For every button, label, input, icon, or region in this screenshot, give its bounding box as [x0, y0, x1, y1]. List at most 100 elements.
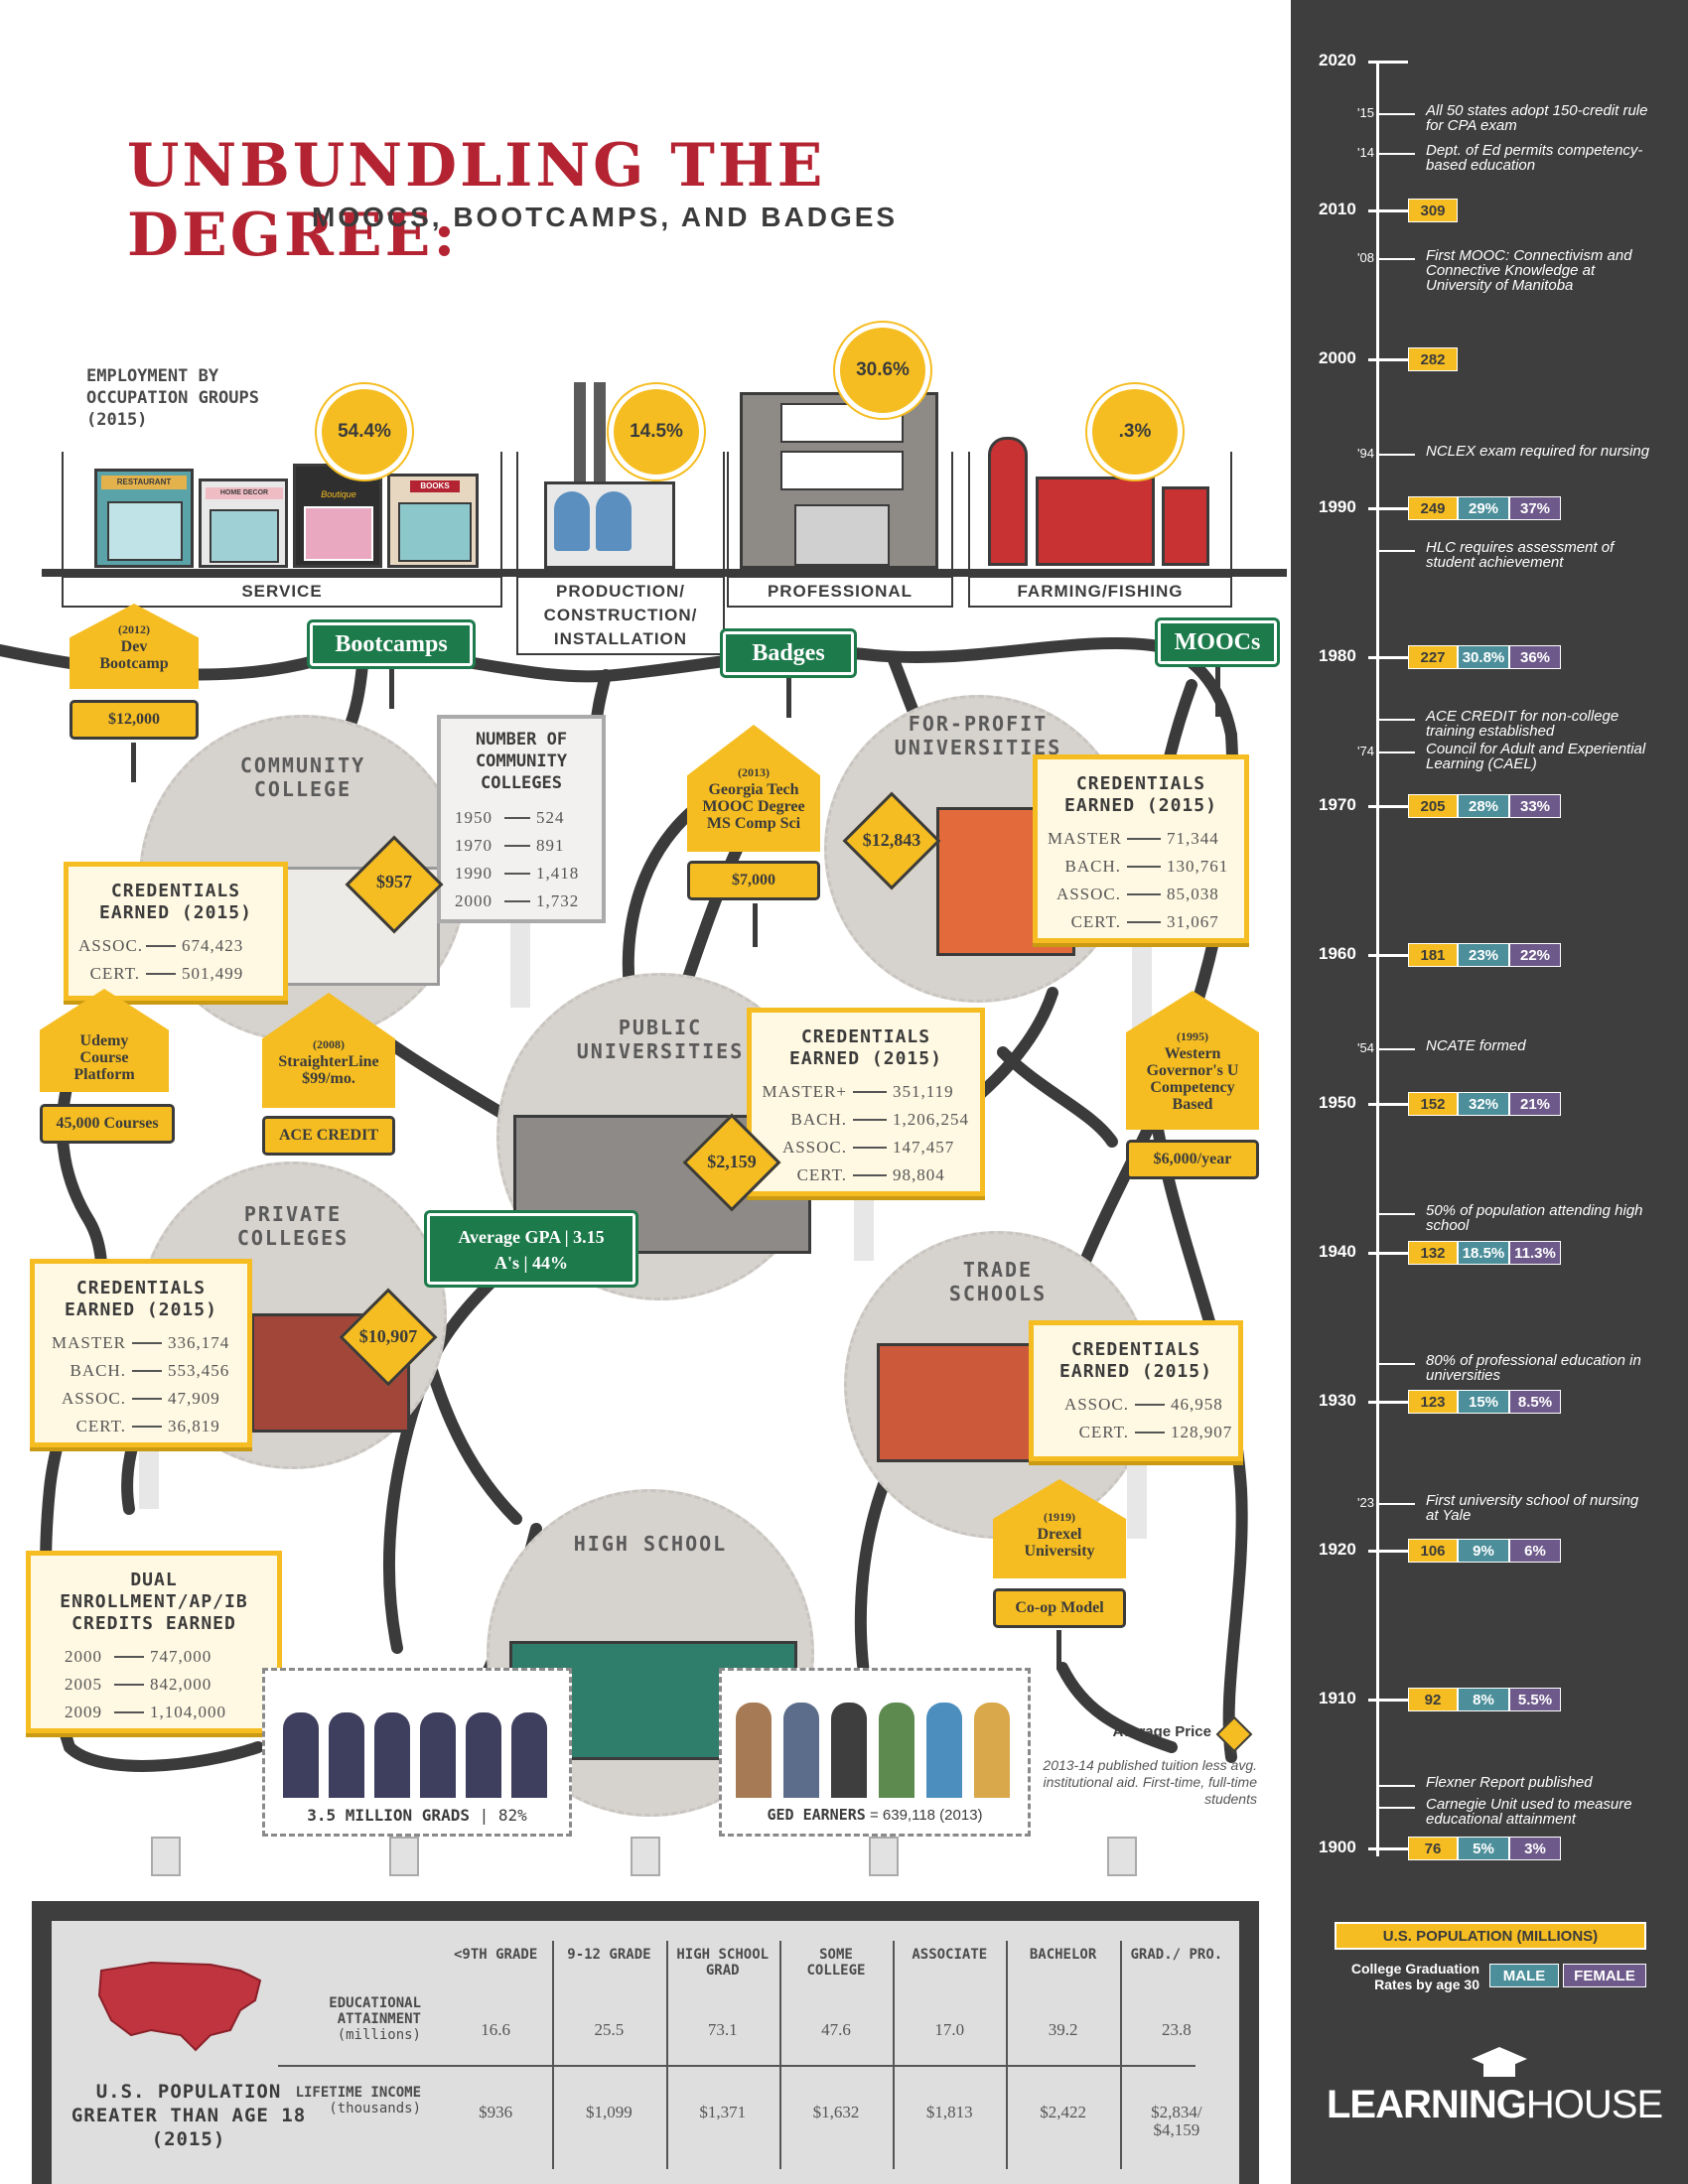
num-cc-dash: [504, 817, 530, 819]
spotlight: [389, 1837, 419, 1876]
timeline-tick: [1368, 656, 1408, 659]
credentials-title: CREDENTIALS EARNED (2015): [99, 881, 252, 923]
gpa-sign: Average GPA | 3.15 A's | 44%: [424, 1210, 638, 1288]
num-community-colleges-title: NUMBER OF COMMUNITY COLLEGES: [475, 730, 568, 793]
credential-value: 501,499: [182, 964, 244, 983]
population-box: 227: [1408, 645, 1458, 669]
graduate: [420, 1712, 456, 1798]
row-label-income: LIFETIME INCOME (thousands): [295, 2085, 421, 2116]
dual-value: 842,000: [150, 1675, 212, 1694]
avg-price-note: 2013-14 published tuition less avg. inst…: [1043, 1757, 1257, 1807]
event-text: All 50 states adopt 150-credit rule for …: [1426, 102, 1648, 134]
credential-value: 336,174: [168, 1333, 230, 1352]
western-governors-year: (1995): [1177, 1029, 1208, 1043]
dual-row: 2009 1,104,000: [31, 1699, 277, 1726]
credential-row: BACH.130,761: [1038, 853, 1244, 881]
event-text: ACE CREDIT for non-college training esta…: [1426, 708, 1619, 740]
num-cc-year: 1990: [455, 864, 492, 883]
straighterline-name: StraighterLine $99/mo.: [278, 1053, 379, 1087]
home-decor-window: [210, 509, 279, 563]
office-entrance: [794, 504, 890, 566]
event-connector: [1379, 1213, 1415, 1215]
male-rate-box: 18.5%: [1458, 1241, 1509, 1265]
credentials-title: CREDENTIALS EARNED (2015): [1064, 773, 1217, 816]
male-rate-box: 28%: [1458, 794, 1509, 818]
event-text: NCLEX exam required for nursing: [1426, 443, 1650, 460]
farming-pct-badge: .3%: [1092, 389, 1178, 475]
timeline-tick: [1368, 1699, 1408, 1702]
male-rate-box: 9%: [1458, 1539, 1509, 1563]
attainment-value: 47.6: [821, 2020, 851, 2039]
factory-chimney-right: [594, 382, 606, 481]
service-buildings-illustration: RESTAURANT HOME DECOR Boutique BOOKS: [94, 459, 482, 568]
timeline-tick: [1368, 1550, 1408, 1553]
us-map-icon: [91, 1951, 270, 2060]
income-value: $936: [479, 2103, 513, 2121]
timeline-axis: [1376, 62, 1379, 1856]
num-cc-value: 524: [536, 808, 565, 827]
dual-dash: [114, 1656, 144, 1658]
credential-row: CERT.501,499: [69, 960, 283, 988]
dual-value: 1,104,000: [150, 1703, 226, 1721]
legend-male: MALE: [1489, 1964, 1559, 1987]
credential-value: 553,456: [168, 1361, 230, 1380]
ged-caption: GED EARNERS = 639,118 (2013): [722, 1806, 1028, 1824]
avg-price-label: Average Price: [1112, 1723, 1211, 1740]
event-year: '23: [1357, 1495, 1374, 1510]
credential-value: 71,344: [1167, 829, 1219, 848]
event-text: NCATE formed: [1426, 1037, 1526, 1054]
credential-value: 46,958: [1171, 1395, 1223, 1414]
page-title: UNBUNDLING THE DEGREE:: [127, 131, 826, 270]
credential-dash: [1127, 866, 1161, 868]
service-label: SERVICE: [62, 576, 502, 608]
credential-dash: [1135, 1404, 1165, 1406]
event-text: Council for Adult and Experiential Learn…: [1426, 741, 1646, 772]
ged-earner: [879, 1703, 914, 1798]
credential-dash: [132, 1342, 162, 1344]
grads-pct: | 82%: [479, 1806, 527, 1825]
event-text: First university school of nursing at Ya…: [1426, 1492, 1639, 1524]
restaurant-sign: RESTAURANT: [101, 476, 187, 489]
professional-label: PROFESSIONAL: [727, 576, 953, 608]
credential-row: BACH.553,456: [35, 1357, 247, 1385]
ged-earner: [926, 1703, 962, 1798]
population-box: 92: [1408, 1688, 1458, 1711]
timeline-year: 1990: [1319, 497, 1356, 516]
dual-dash: [114, 1684, 144, 1686]
high-school-title: HIGH SCHOOL: [573, 1532, 728, 1556]
timeline-year: 2020: [1319, 51, 1356, 69]
dev-bootcamp-price: $12,000: [70, 700, 199, 740]
credential-label: BACH.: [1064, 857, 1121, 876]
male-rate-box: 29%: [1458, 496, 1509, 520]
timeline-tick: [1368, 1252, 1408, 1255]
sign-post: [131, 743, 136, 782]
ged-panel: GED EARNERS = 639,118 (2013): [719, 1668, 1031, 1837]
spotlight: [869, 1837, 899, 1876]
dual-year: 2009: [65, 1703, 102, 1721]
ged-value: = 639,118 (2013): [869, 1807, 983, 1824]
timeline-year: 1910: [1319, 1689, 1356, 1707]
attainment-value: 25.5: [594, 2020, 625, 2039]
event-connector: [1379, 113, 1415, 115]
timeline-year: 1950: [1319, 1093, 1356, 1112]
credential-dash: [146, 945, 176, 947]
event-connector: [1379, 153, 1415, 155]
event-connector: [1379, 1785, 1415, 1787]
credential-row: CERT.98,804: [752, 1161, 980, 1189]
attainment-value: 16.6: [481, 2020, 511, 2039]
professional-pct-badge: 30.6%: [840, 328, 925, 413]
income-value: $1,813: [925, 2103, 973, 2121]
ged-earners-illustration: [736, 1683, 1020, 1800]
event-text: First MOOC: Connectivism and Connective …: [1426, 247, 1632, 294]
credential-dash: [146, 973, 176, 975]
num-cc-value: 1,732: [536, 891, 580, 910]
credential-row: ASSOC.85,038: [1038, 881, 1244, 908]
event-year: '08: [1357, 250, 1374, 265]
event-connector: [1379, 719, 1415, 721]
office-building-illustration: [740, 392, 938, 569]
